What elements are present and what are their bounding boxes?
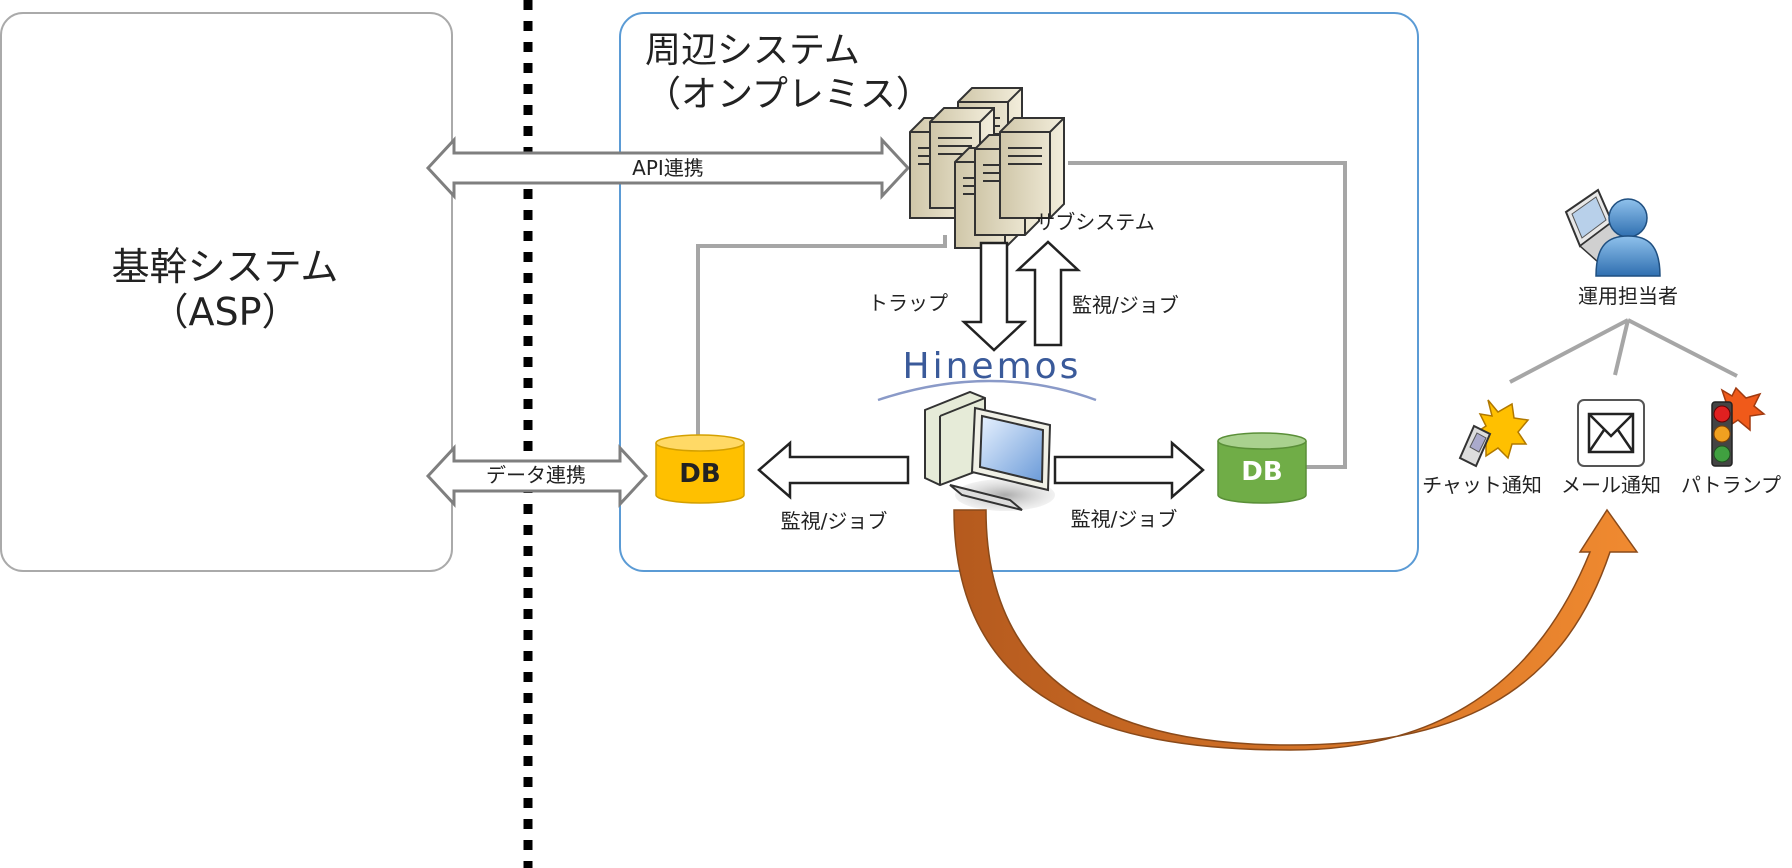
subsystem-label: サブシステム [1035, 210, 1154, 234]
db-right-icon: DB [1217, 432, 1307, 504]
monitor-job-left-label: 監視/ジョブ [781, 509, 888, 533]
connector-lines [696, 161, 1738, 469]
core-system-box: 基幹システム （ASP） [0, 12, 453, 572]
monitor-job-right-arrow [1053, 440, 1205, 500]
monitor-job-left-arrow [757, 440, 910, 500]
chat-phone-icon [1458, 399, 1530, 468]
api-link-arrow: API連携 [425, 136, 911, 200]
peripheral-system-box: 周辺システム （オンプレミス） [619, 12, 1419, 572]
mail-envelope-icon [1577, 399, 1645, 467]
api-link-label: API連携 [632, 156, 704, 180]
core-system-subtitle: （ASP） [150, 290, 299, 334]
monitor-job-up-arrow [1014, 240, 1082, 347]
trap-arrow [960, 241, 1028, 352]
monitor-job-right-label: 監視/ジョブ [1071, 507, 1178, 531]
operator-label: 運用担当者 [1578, 284, 1678, 308]
db-right-label: DB [1241, 457, 1282, 487]
db-left-label: DB [679, 459, 720, 489]
mail-notification-label: メール通知 [1561, 473, 1661, 497]
db-left-icon: DB [655, 434, 745, 504]
peripheral-system-title: 周辺システム [645, 30, 860, 71]
peripheral-system-subtitle: （オンプレミス） [645, 74, 932, 115]
operator-person-icon [1564, 188, 1661, 277]
hinemos-manager-icon [924, 390, 1055, 511]
core-system-title: 基幹システム [112, 245, 339, 289]
hinemos-logo: Hinemos [877, 346, 1097, 402]
patlite-notification-label: パトランプ [1681, 473, 1781, 497]
server-cluster-icon [909, 87, 1065, 249]
data-link-arrow: データ連携 [425, 444, 649, 508]
trap-label: トラップ [868, 291, 948, 315]
notification-curve-arrow [953, 508, 1639, 751]
signal-light-icon [1711, 386, 1766, 467]
data-link-label: データ連携 [486, 463, 586, 487]
monitor-job-up-label: 監視/ジョブ [1072, 293, 1179, 317]
chat-notification-label: チャット通知 [1422, 473, 1542, 497]
